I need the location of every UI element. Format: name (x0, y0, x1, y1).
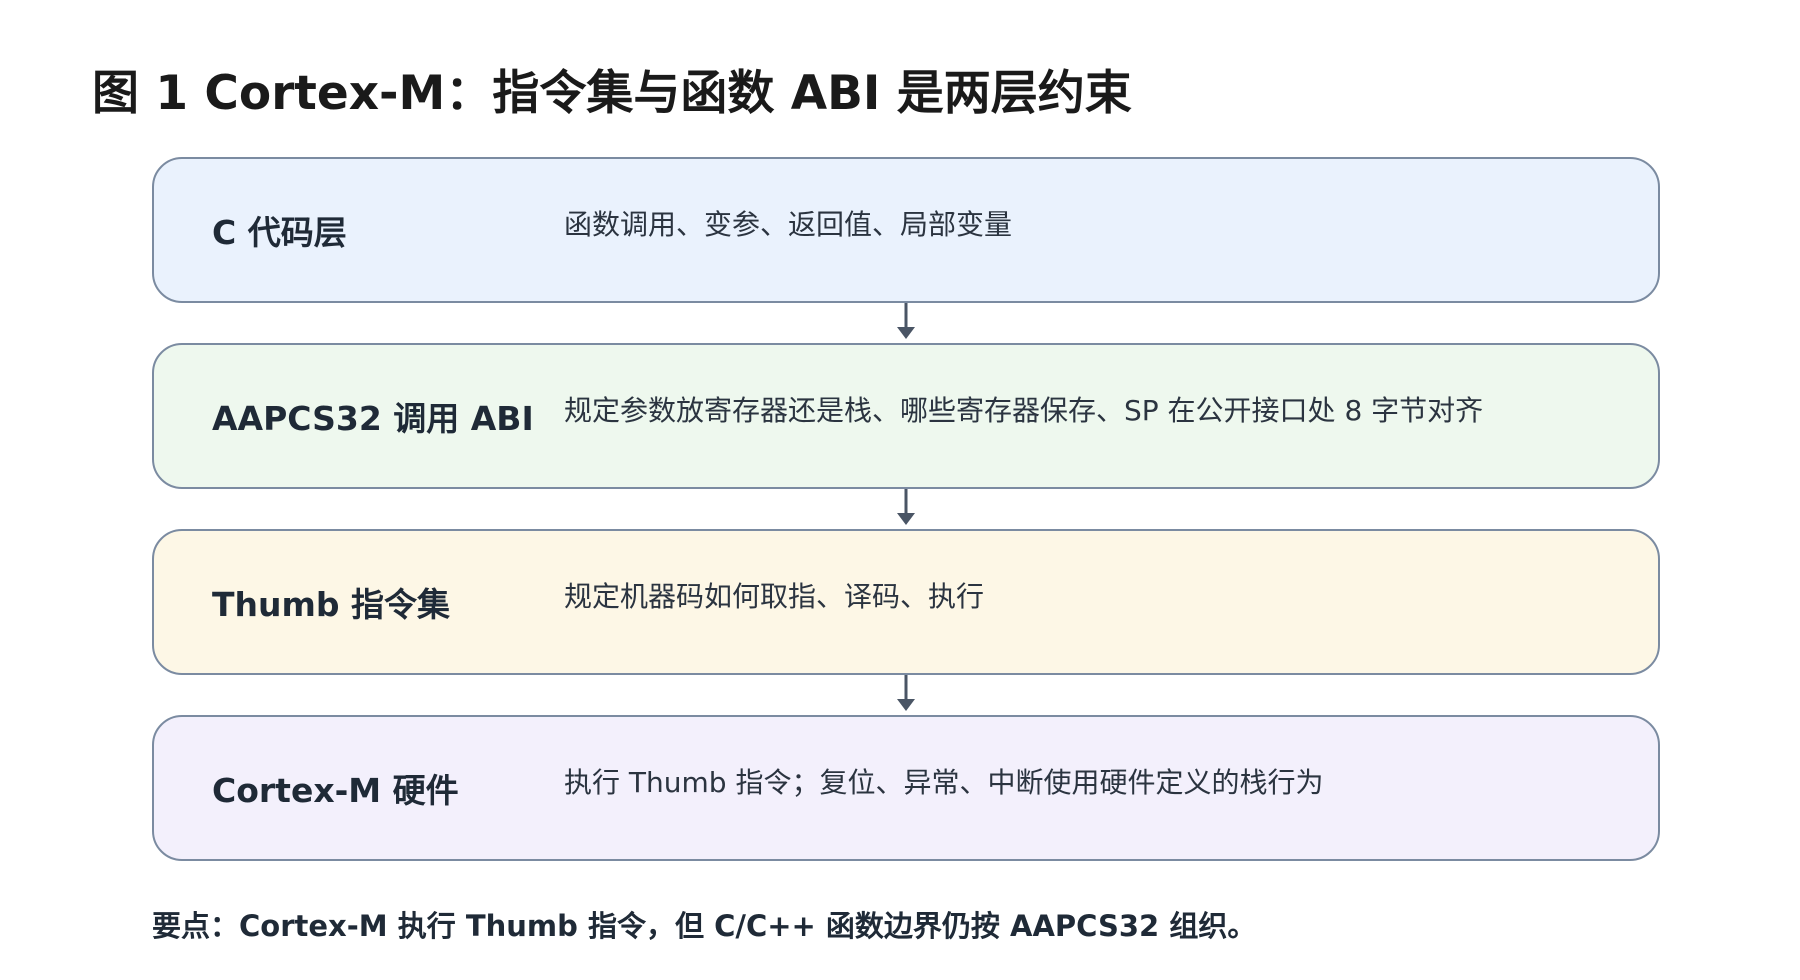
arrow-down-icon (897, 489, 915, 525)
figure-title: 图 1 Cortex-M：指令集与函数 ABI 是两层约束 (92, 66, 1132, 121)
down-arrow-connector (152, 489, 1660, 529)
layer-description: 规定参数放寄存器还是栈、哪些寄存器保存、SP 在公开接口处 8 字节对齐 (564, 394, 1484, 427)
layer-label: Thumb 指令集 (212, 585, 450, 624)
down-arrow-connector (152, 675, 1660, 715)
arrow-down-icon (897, 675, 915, 711)
down-arrow-connector (152, 303, 1660, 343)
layer-aapcs32-abi: AAPCS32 调用 ABI 规定参数放寄存器还是栈、哪些寄存器保存、SP 在公… (152, 343, 1660, 489)
layer-stack: C 代码层 函数调用、变参、返回值、局部变量 AAPCS32 调用 ABI 规定… (152, 157, 1660, 861)
arrow-down-icon (897, 303, 915, 339)
layer-description: 规定机器码如何取指、译码、执行 (564, 580, 985, 613)
layer-label: AAPCS32 调用 ABI (212, 399, 534, 438)
layer-description: 函数调用、变参、返回值、局部变量 (564, 208, 1013, 241)
layer-cortex-m-hardware: Cortex-M 硬件 执行 Thumb 指令；复位、异常、中断使用硬件定义的栈… (152, 715, 1660, 861)
layer-description: 执行 Thumb 指令；复位、异常、中断使用硬件定义的栈行为 (564, 766, 1324, 799)
layer-label: C 代码层 (212, 213, 347, 252)
layer-thumb-isa: Thumb 指令集 规定机器码如何取指、译码、执行 (152, 529, 1660, 675)
layer-label: Cortex-M 硬件 (212, 771, 459, 810)
key-point-note: 要点：Cortex-M 执行 Thumb 指令，但 C/C++ 函数边界仍按 A… (152, 909, 1257, 943)
layer-c-code: C 代码层 函数调用、变参、返回值、局部变量 (152, 157, 1660, 303)
